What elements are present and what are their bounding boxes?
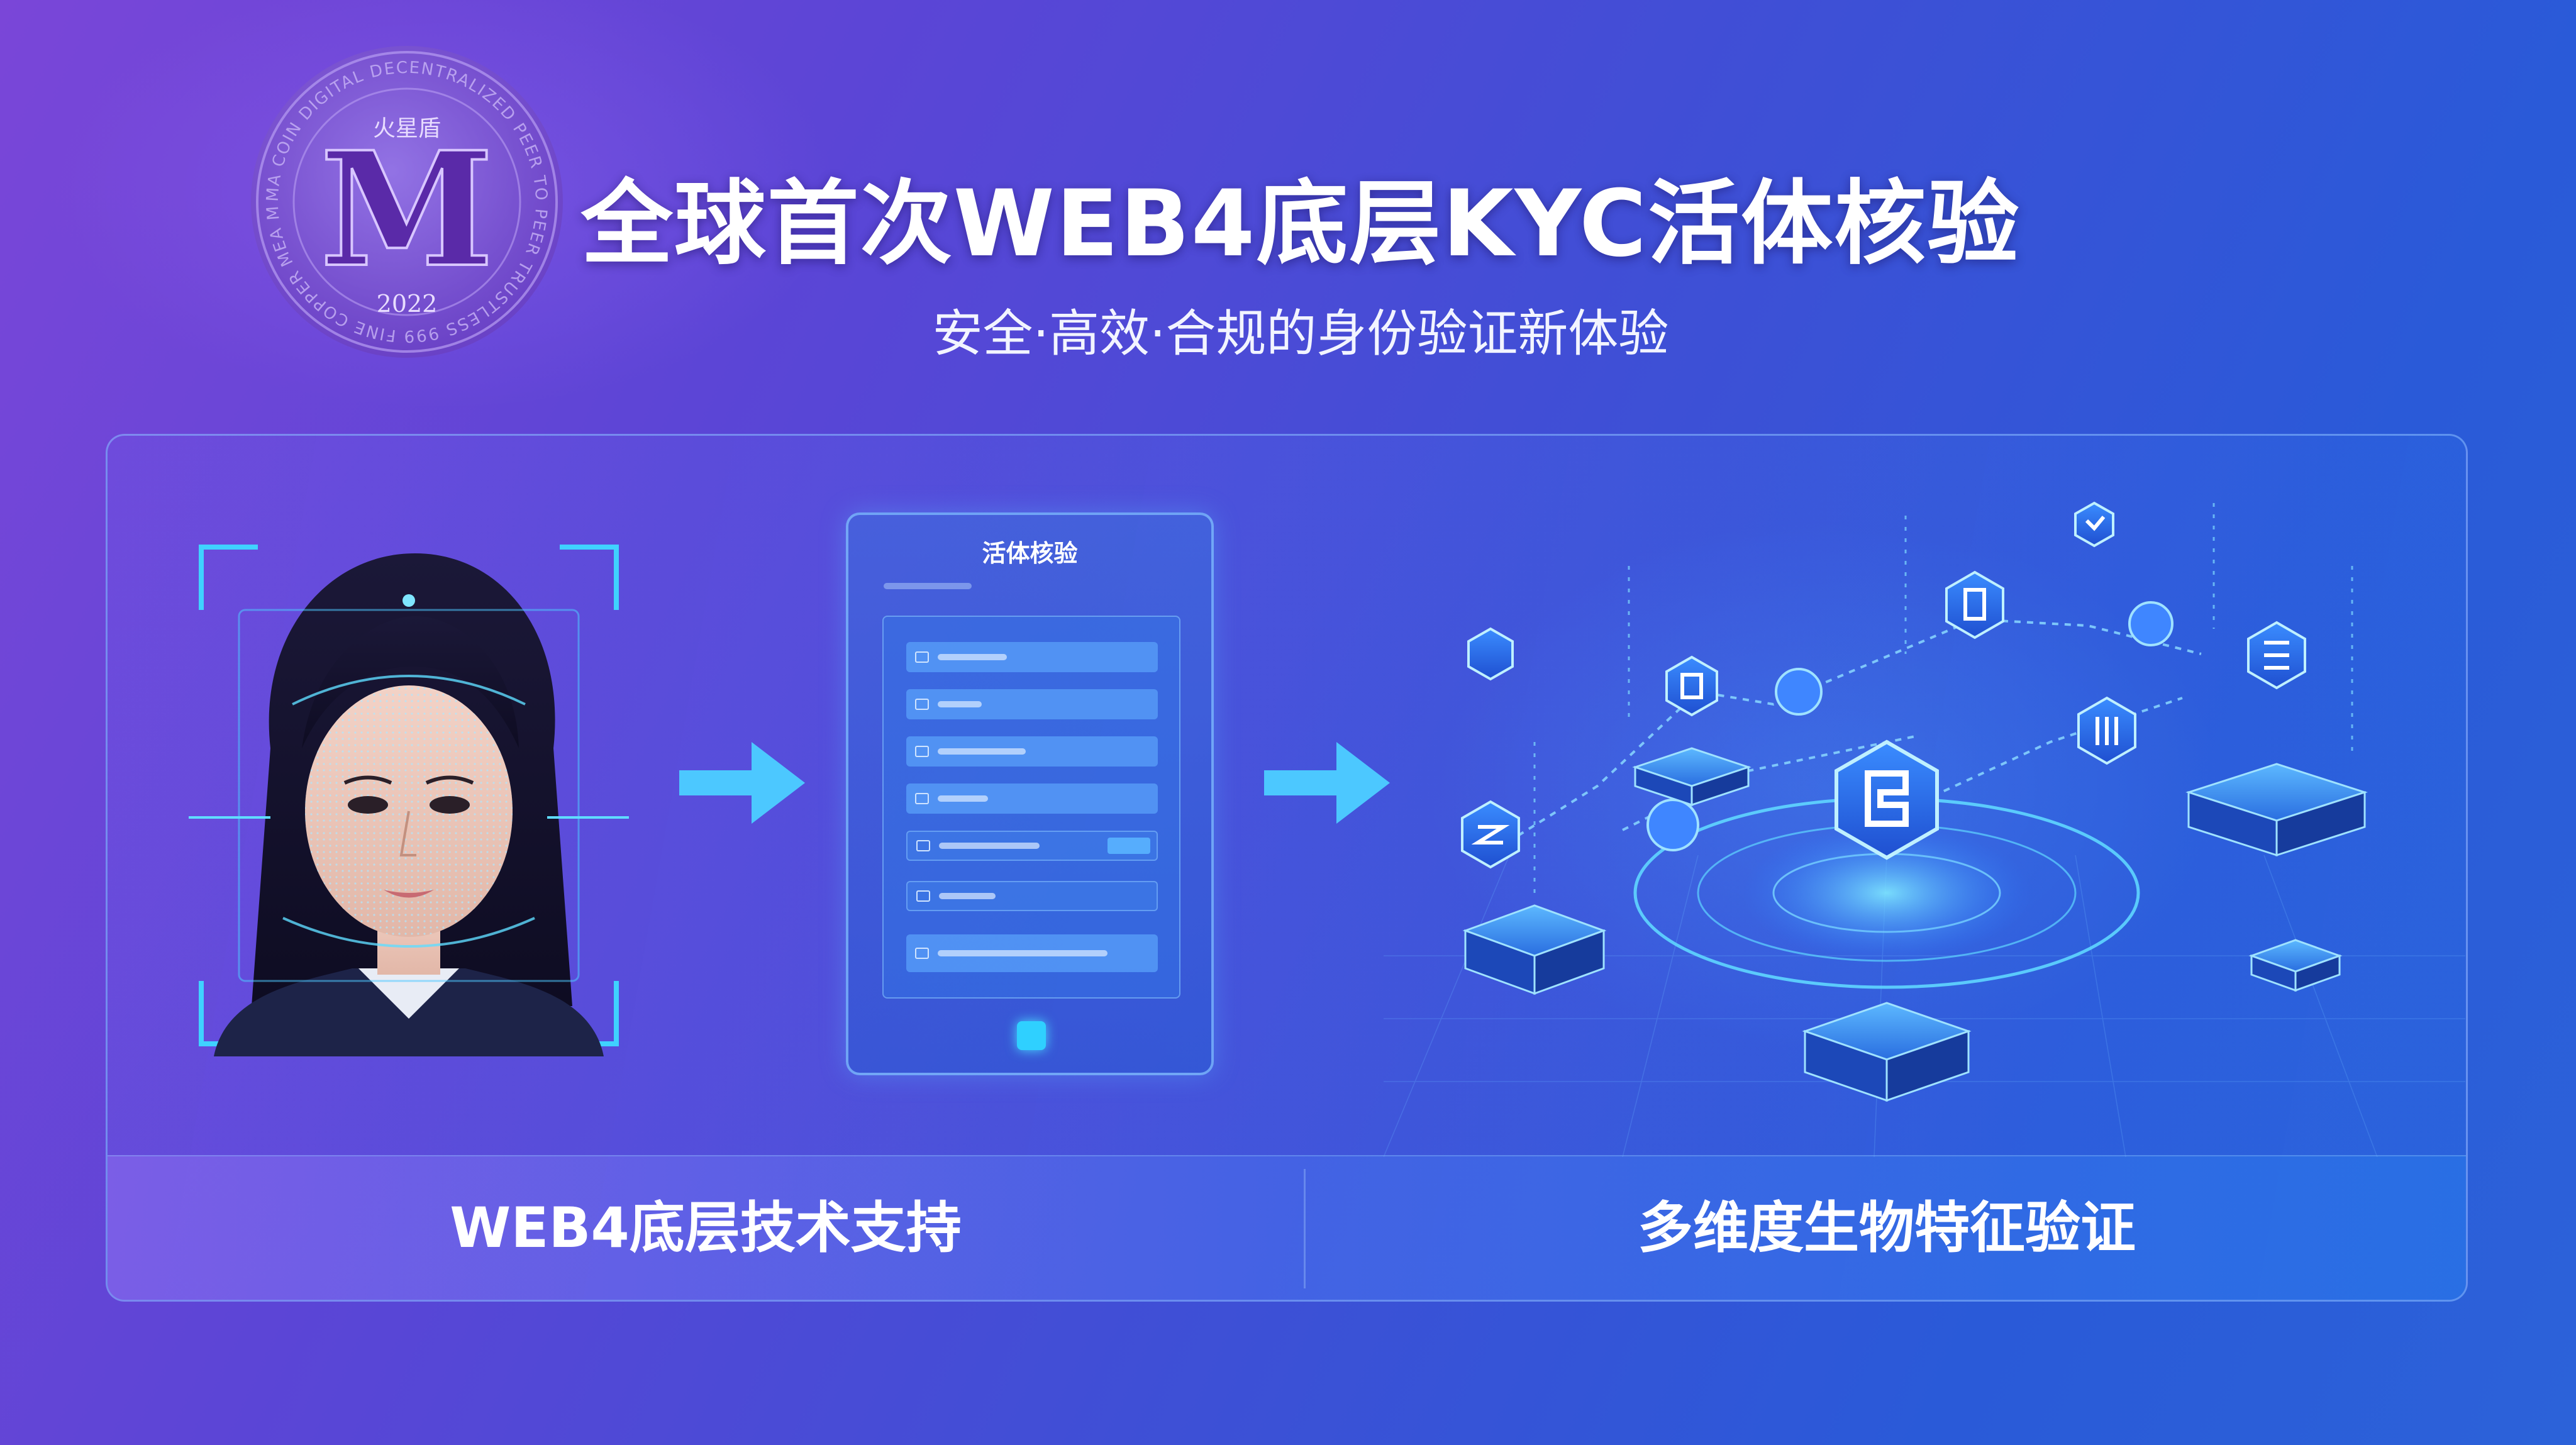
form-field[interactable] (906, 689, 1158, 719)
form-field[interactable] (906, 934, 1158, 972)
blockchain-node-icon (1835, 739, 1939, 860)
arrow-right-icon (679, 742, 805, 824)
liveness-form-mockup: 活体核验 (846, 512, 1214, 1075)
document-icon (915, 699, 929, 710)
page-subtitle: 安全·高效·合规的身份验证新体验 (932, 304, 1669, 363)
document-icon (916, 840, 930, 851)
coin-top-text: 火星盾 (373, 116, 441, 141)
document-icon (915, 651, 929, 663)
camera-button[interactable] (1017, 1021, 1046, 1050)
form-field[interactable] (906, 642, 1158, 672)
document-icon (916, 890, 930, 902)
verify-code-button[interactable] (1108, 838, 1150, 854)
form-field[interactable] (906, 831, 1158, 861)
coin-year: 2022 (377, 290, 438, 318)
face-scan-icon (189, 545, 629, 1056)
footer-label-biometric: 多维度生物特征验证 (1637, 1195, 2136, 1260)
coin-monogram: M (320, 117, 494, 302)
form-field[interactable] (906, 736, 1158, 767)
form-field[interactable] (906, 783, 1158, 814)
panel-footer: WEB4底层技术支持 多维度生物特征验证 (108, 1155, 2466, 1300)
form-field[interactable] (906, 881, 1158, 911)
page-title: 全球首次WEB4底层KYC活体核验 (580, 170, 2021, 277)
document-icon (915, 948, 929, 959)
footer-label-web4: WEB4底层技术支持 (450, 1195, 962, 1260)
footer-divider (1304, 1169, 1306, 1288)
document-icon (915, 746, 929, 757)
blockchain-network-illustration (1384, 501, 2465, 1157)
phone-subheading-placeholder (884, 583, 972, 589)
phone-title: 活体核验 (982, 540, 1078, 567)
document-icon (915, 793, 929, 804)
coin-logo: MA COIN DIGITAL DECENTRALIZED PEER TO PE… (247, 42, 563, 358)
phone-form-area (882, 616, 1180, 999)
arrow-right-icon (1264, 742, 1390, 824)
